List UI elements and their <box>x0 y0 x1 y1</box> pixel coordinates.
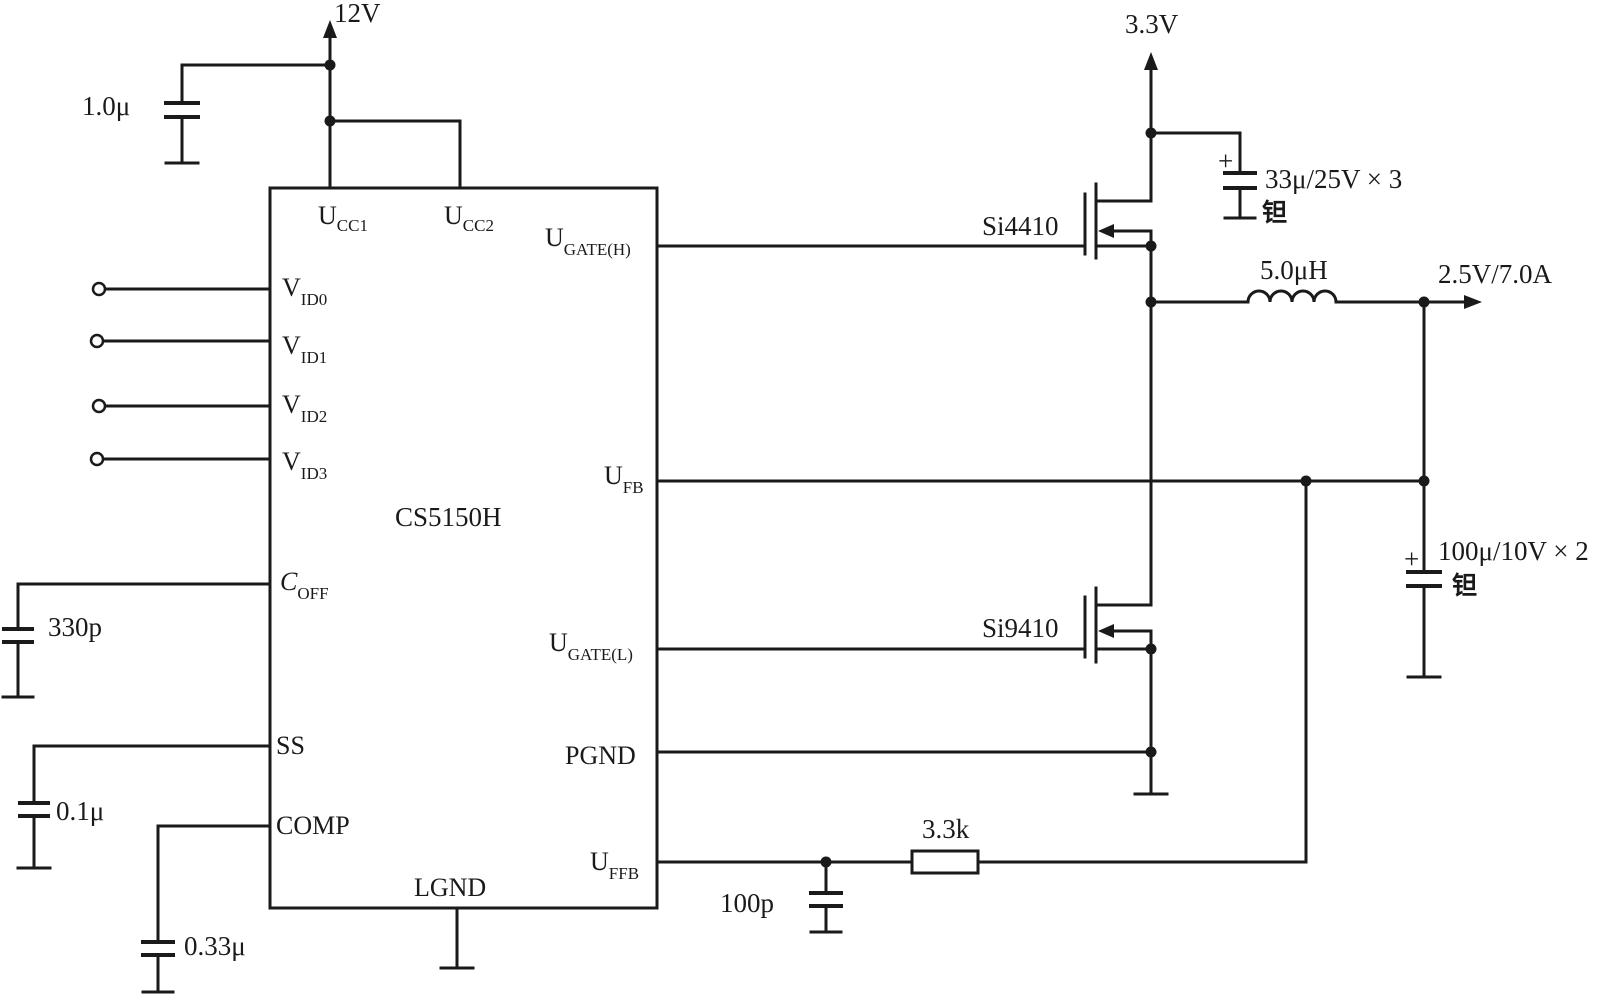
pin-ugate-l: UGATE(L) <box>549 628 633 664</box>
chip-name: CS5150H <box>395 502 502 532</box>
supply-3v3-label: 3.3V <box>1125 9 1179 39</box>
pin-comp: COMP <box>276 811 350 840</box>
supply-12v-arrow <box>323 20 337 38</box>
cap-ss: 0.1μ <box>16 744 272 870</box>
vid-inputs <box>89 281 272 467</box>
cap-ss-label: 0.1μ <box>56 796 104 826</box>
pin-pgnd: PGND <box>565 741 636 770</box>
cap-vcc: 1.0μ <box>82 63 200 165</box>
mosfet-low-label: Si9410 <box>982 613 1059 643</box>
cap-input-type: 钽 <box>1262 198 1287 227</box>
lgnd-ground <box>439 906 475 970</box>
resistor-ffb-label: 3.3k <box>922 814 970 844</box>
chip-body <box>268 186 659 910</box>
cap-output-plus: + <box>1404 544 1419 574</box>
terminal-vid0[interactable] <box>91 281 107 297</box>
pin-ugate-h: UGATE(H) <box>545 223 631 259</box>
supply-3v3-arrow <box>1144 52 1158 70</box>
output-label: 2.5V/7.0A <box>1438 259 1553 289</box>
mosfet-high-label: Si4410 <box>982 211 1059 241</box>
cap-ffb-label: 100p <box>720 888 774 918</box>
mosfet-low: Si9410 <box>982 586 1157 796</box>
cap-output-label: 100μ/10V × 2 <box>1438 536 1589 566</box>
pin-ucc1: UCC1 <box>318 201 368 235</box>
cap-input-plus: + <box>1218 146 1233 176</box>
inductor-label: 5.0μH <box>1260 255 1328 285</box>
pin-vid0: VID0 <box>282 273 327 309</box>
pin-ss: SS <box>276 731 305 760</box>
supply-12v-label: 12V <box>334 0 381 28</box>
cap-input: + 33μ/25V × 3 钽 <box>1218 131 1402 227</box>
resistor-ffb <box>910 849 980 875</box>
cap-output: + 100μ/10V × 2 钽 <box>1404 300 1589 679</box>
pin-ucc2: UCC2 <box>444 201 494 235</box>
mosfet-low-arrow <box>1098 624 1114 638</box>
pin-vid2: VID2 <box>282 390 327 426</box>
cap-vcc-label: 1.0μ <box>82 91 130 121</box>
pin-vid1: VID1 <box>282 331 327 367</box>
cap-comp: 0.33μ <box>141 824 272 994</box>
pin-ufb: UFB <box>604 461 644 497</box>
cap-coff-label: 330p <box>48 612 102 642</box>
mosfet-high-arrow <box>1098 224 1114 238</box>
inductor: 5.0μH <box>1149 255 1482 309</box>
terminal-vid2[interactable] <box>91 398 107 414</box>
cap-comp-label: 0.33μ <box>184 931 246 961</box>
pin-lgnd: LGND <box>414 873 486 902</box>
pin-vid3: VID3 <box>282 447 327 483</box>
cap-coff: 330p <box>1 582 272 699</box>
terminal-vid3[interactable] <box>89 451 105 467</box>
supply-12v: 12V <box>180 0 462 190</box>
terminal-vid1[interactable] <box>89 333 105 349</box>
pin-coff: COFF <box>280 567 329 603</box>
ffb-network: 3.3k 100p <box>655 814 1308 934</box>
cap-output-type: 钽 <box>1452 571 1477 600</box>
supply-3v3: 3.3V <box>1125 9 1242 203</box>
cap-input-label: 33μ/25V × 3 <box>1265 164 1402 194</box>
pin-uffb: UFFB <box>590 847 639 883</box>
output-arrow <box>1464 295 1482 309</box>
pgnd-ground <box>655 746 1169 796</box>
